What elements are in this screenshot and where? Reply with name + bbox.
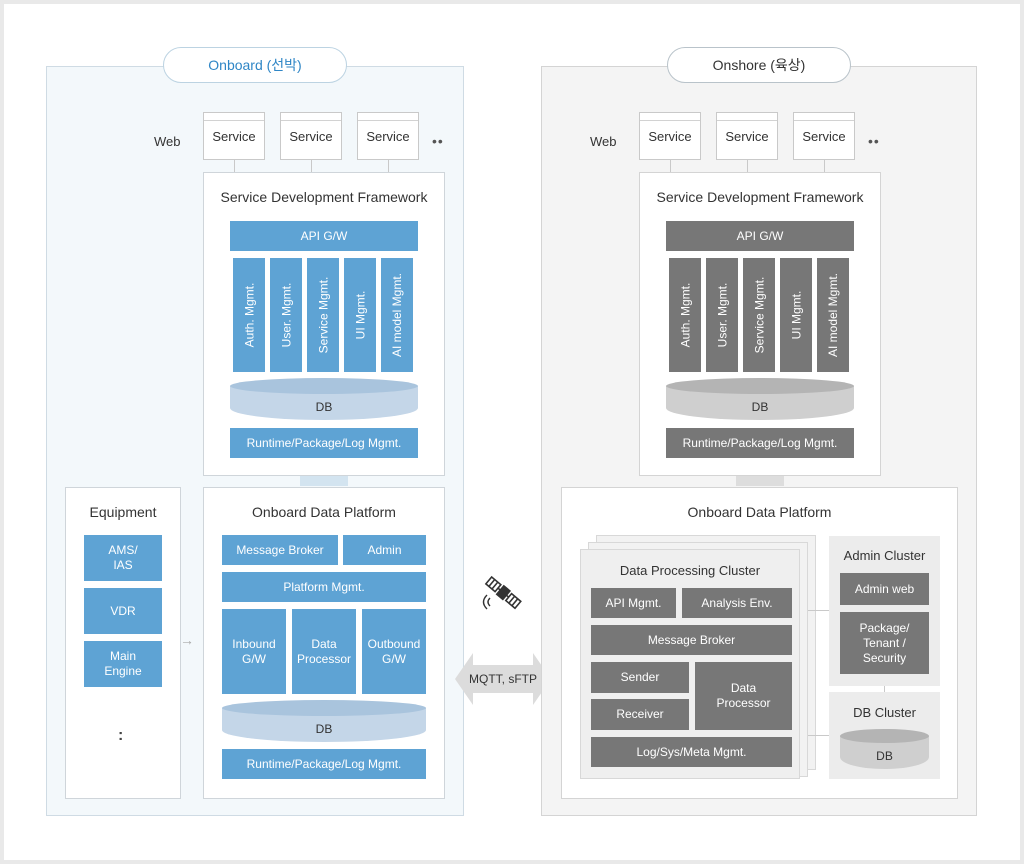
- connector-line: [311, 160, 312, 173]
- db-cluster-db: DB: [840, 729, 929, 769]
- equipment-arrow-icon: →: [180, 632, 194, 648]
- onshore-api-gw: API G/W: [666, 221, 854, 251]
- sdf-odp-connector: [736, 476, 784, 486]
- data-processing-cluster-title: Data Processing Cluster: [619, 563, 761, 578]
- link-protocol-label: MQTT, sFTP: [469, 672, 537, 686]
- onshore-analysis-env: Analysis Env.: [682, 588, 792, 618]
- onshore-module-user: User. Mgmt.: [706, 258, 738, 372]
- onshore-sdf-title: Service Development Framework: [656, 189, 864, 205]
- package-tenant-security: Package/ Tenant / Security: [840, 612, 929, 674]
- onshore-sender: Sender: [591, 662, 689, 693]
- onboard-title: Onboard (선박): [163, 47, 347, 83]
- connector-line: [808, 735, 830, 736]
- onshore-module-ui: UI Mgmt.: [780, 258, 812, 372]
- admin-web: Admin web: [840, 573, 929, 605]
- onshore-module-service: Service Mgmt.: [743, 258, 775, 372]
- onboard-platform-mgmt: Platform Mgmt.: [222, 572, 426, 602]
- onshore-title: Onshore (육상): [667, 47, 851, 83]
- sdf-odp-connector: [300, 476, 348, 486]
- onshore-service-3: Service: [793, 112, 855, 160]
- connector-line: [234, 160, 235, 173]
- equipment-title: Equipment: [89, 504, 157, 520]
- onshore-odp-title: Onboard Data Platform: [687, 504, 832, 520]
- onboard-more-dots: ••: [432, 133, 444, 149]
- onboard-admin: Admin: [343, 535, 426, 565]
- onboard-sdf-runtime: Runtime/Package/Log Mgmt.: [230, 428, 418, 458]
- equipment-main-engine: Main Engine: [84, 641, 162, 687]
- bidirectional-link-arrow: [455, 653, 551, 705]
- onboard-module-user: User. Mgmt.: [270, 258, 302, 372]
- onshore-data-processor: Data Processor: [695, 662, 792, 730]
- onboard-module-service: Service Mgmt.: [307, 258, 339, 372]
- onshore-sdf-runtime: Runtime/Package/Log Mgmt.: [666, 428, 854, 458]
- onboard-module-ai: AI model Mgmt.: [381, 258, 413, 372]
- satellite-icon: [482, 575, 522, 610]
- db-cluster-title: DB Cluster: [853, 705, 916, 720]
- onboard-outbound-gw: Outbound G/W: [362, 609, 426, 694]
- connector-line: [670, 160, 671, 173]
- onboard-service-2: Service: [280, 112, 342, 160]
- onboard-service-3: Service: [357, 112, 419, 160]
- onshore-api-mgmt: API Mgmt.: [591, 588, 676, 618]
- onboard-odp-db: DB: [222, 700, 426, 742]
- onboard-odp-runtime: Runtime/Package/Log Mgmt.: [222, 749, 426, 779]
- onshore-module-auth: Auth. Mgmt.: [669, 258, 701, 372]
- onboard-sdf-title: Service Development Framework: [220, 189, 428, 205]
- connector-line: [824, 160, 825, 173]
- onshore-service-1: Service: [639, 112, 701, 160]
- onboard-data-processor: Data Processor: [292, 609, 356, 694]
- onshore-message-broker: Message Broker: [591, 625, 792, 655]
- onboard-module-auth: Auth. Mgmt.: [233, 258, 265, 372]
- equipment-vdr: VDR: [84, 588, 162, 634]
- equipment-ams-ias: AMS/ IAS: [84, 535, 162, 581]
- onboard-message-broker: Message Broker: [222, 535, 338, 565]
- onshore-sdf-db: DB: [666, 378, 854, 420]
- equipment-more: :: [118, 727, 124, 744]
- connector-line: [808, 610, 830, 611]
- onshore-log-sys-meta-mgmt: Log/Sys/Meta Mgmt.: [591, 737, 792, 767]
- connector-line: [884, 686, 885, 692]
- admin-cluster-title: Admin Cluster: [843, 548, 926, 563]
- onboard-sdf-db: DB: [230, 378, 418, 420]
- onboard-odp-title: Onboard Data Platform: [252, 504, 396, 520]
- onboard-inbound-gw: Inbound G/W: [222, 609, 286, 694]
- onshore-service-2: Service: [716, 112, 778, 160]
- onshore-module-ai: AI model Mgmt.: [817, 258, 849, 372]
- onshore-web-label: Web: [590, 134, 617, 149]
- onboard-api-gw: API G/W: [230, 221, 418, 251]
- onboard-web-label: Web: [154, 134, 181, 149]
- connector-line: [388, 160, 389, 173]
- onshore-more-dots: ••: [868, 133, 880, 149]
- onshore-receiver: Receiver: [591, 699, 689, 730]
- onboard-module-ui: UI Mgmt.: [344, 258, 376, 372]
- connector-line: [747, 160, 748, 173]
- onboard-service-1: Service: [203, 112, 265, 160]
